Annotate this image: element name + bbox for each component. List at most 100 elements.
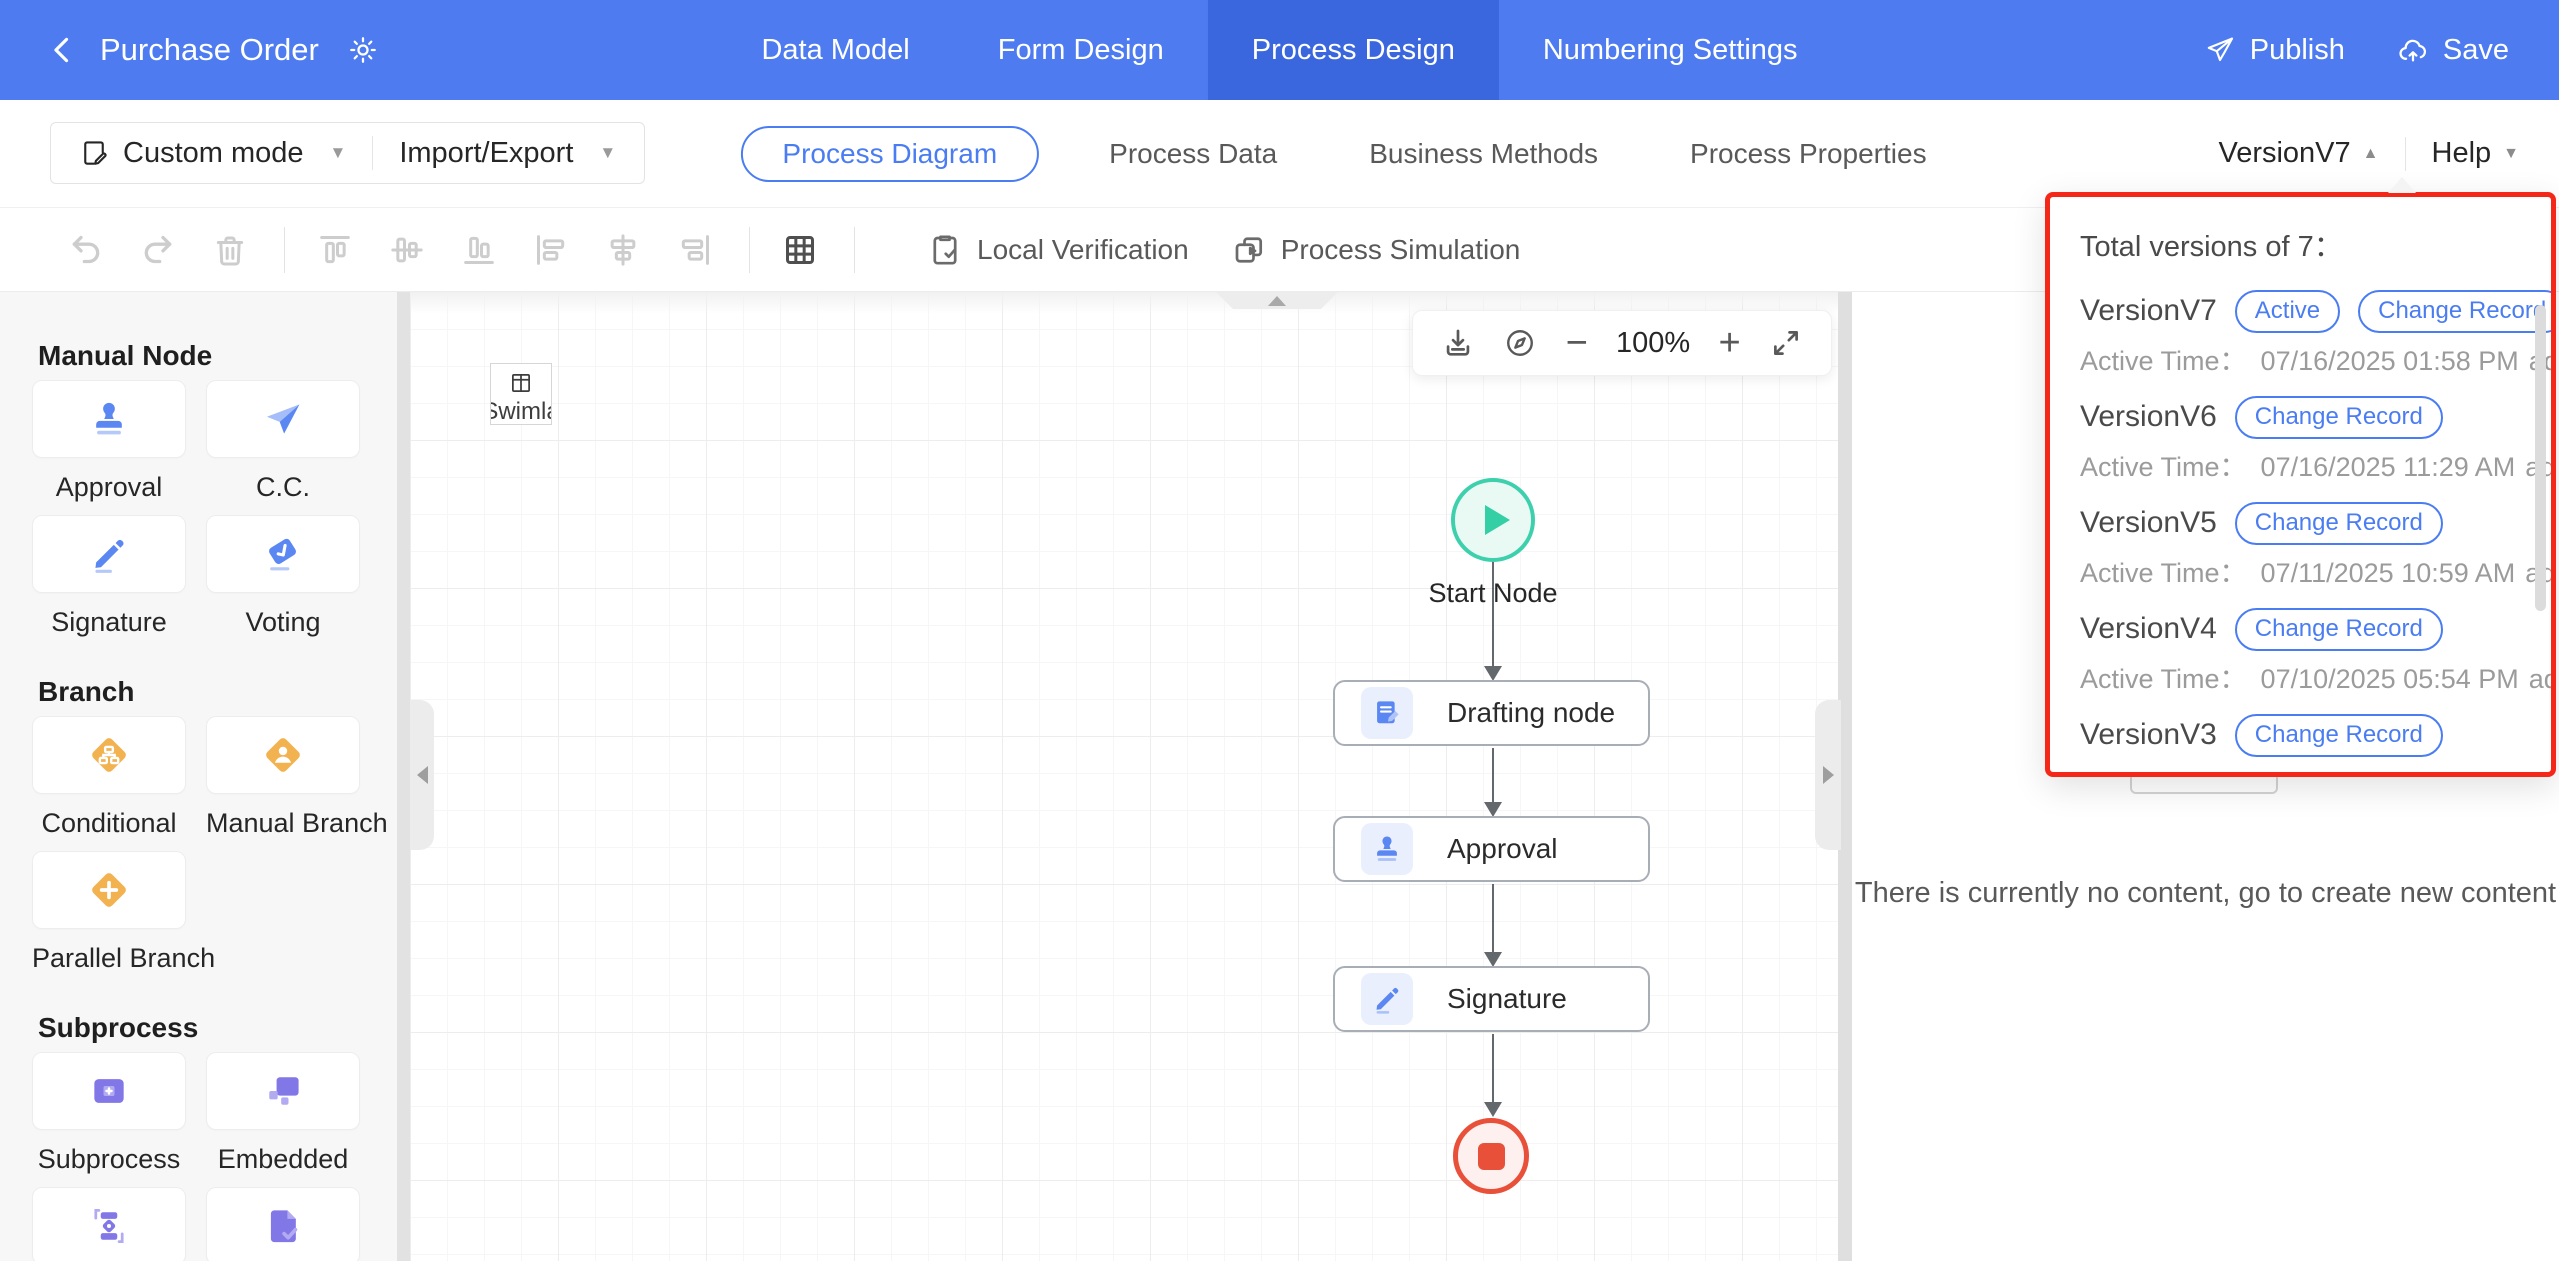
version-dropdown[interactable]: VersionV7 ▲ <box>2218 137 2378 170</box>
process-canvas[interactable]: Swimla − 100% + <box>410 292 1852 1261</box>
divider <box>2404 136 2406 171</box>
page-title: Purchase Order <box>100 32 319 67</box>
canvas-scrollbar[interactable] <box>1838 292 1852 1261</box>
tab-process-data[interactable]: Process Data <box>1109 137 1278 169</box>
start-node[interactable] <box>1451 478 1535 562</box>
flow-edge-arrow <box>1484 1102 1502 1117</box>
version-row: VersionV5 Change Record Active Time： 07/… <box>2080 501 2551 588</box>
zoom-in-icon[interactable]: + <box>1718 322 1741 364</box>
palette-item-embedded[interactable]: Embedded <box>206 1052 360 1187</box>
palette-item-conditional[interactable]: Conditional <box>32 716 186 851</box>
tab-process-properties[interactable]: Process Properties <box>1690 137 1927 169</box>
parallel-branch-icon <box>92 873 126 907</box>
palette-item-voting[interactable]: Voting <box>206 515 360 650</box>
align-vertical-center-icon[interactable] <box>387 230 427 270</box>
version-name: VersionV4 <box>2080 612 2217 645</box>
palette-item-nested-flow[interactable] <box>32 1187 186 1261</box>
align-left-icon[interactable] <box>531 230 571 270</box>
version-label: VersionV7 <box>2218 137 2351 169</box>
active-time-label: Active Time： <box>2080 763 2247 772</box>
fullscreen-icon[interactable] <box>1769 326 1803 360</box>
drafting-node[interactable]: Drafting node <box>1333 680 1650 746</box>
delete-icon[interactable] <box>210 230 250 270</box>
palette-item-label: Signature <box>51 607 167 637</box>
version-row: VersionV7 Active Change Record Active Ti… <box>2080 289 2551 376</box>
end-node[interactable] <box>1453 1118 1529 1194</box>
palette-item-subprocess[interactable]: Subprocess <box>32 1052 186 1187</box>
tab-numbering-settings[interactable]: Numbering Settings <box>1542 33 1798 66</box>
version-name: VersionV5 <box>2080 506 2217 539</box>
align-horizontal-center-icon[interactable] <box>603 230 643 270</box>
back-icon[interactable] <box>46 33 80 67</box>
top-nav-bar: Purchase Order Data Model Form Design Pr… <box>0 0 2559 100</box>
change-record-badge[interactable]: Change Record <box>2234 501 2443 545</box>
flow-edge-arrow <box>1484 802 1502 817</box>
embedded-icon <box>269 1077 299 1105</box>
local-verification-button[interactable]: Local Verification <box>927 232 1189 268</box>
grid-icon[interactable] <box>780 230 820 270</box>
palette-item-document-check[interactable] <box>206 1187 360 1261</box>
process-simulation-button[interactable]: Process Simulation <box>1231 232 1520 268</box>
change-record-badge[interactable]: Change Record <box>2234 713 2443 757</box>
swimlane-button[interactable]: Swimla <box>490 363 552 425</box>
divider <box>854 226 855 273</box>
collapse-left-handle[interactable] <box>410 700 434 850</box>
divider <box>284 226 285 273</box>
help-dropdown[interactable]: Help ▼ <box>2432 137 2520 170</box>
menu-right: VersionV7 ▲ Help ▼ <box>2218 136 2520 171</box>
tab-process-design[interactable]: Process Design <box>1207 0 1499 100</box>
clipboard-check-icon <box>933 234 957 265</box>
undo-icon[interactable] <box>66 230 106 270</box>
approval-node[interactable]: Approval <box>1333 816 1650 882</box>
collapse-top-handle[interactable] <box>1216 292 1338 309</box>
popup-caret <box>2388 177 2416 193</box>
palette-item-manual-branch[interactable]: Manual Branch <box>206 716 388 851</box>
cloud-upload-icon <box>2399 39 2426 62</box>
flow-edge-arrow <box>1484 666 1502 681</box>
download-icon[interactable] <box>1441 326 1475 360</box>
change-record-badge[interactable]: Change Record <box>2358 289 2551 333</box>
popup-scrollbar[interactable] <box>2535 305 2546 611</box>
active-time-user: admin2 <box>2528 664 2551 694</box>
active-badge[interactable]: Active <box>2234 289 2341 333</box>
edit-mode-icon <box>84 141 107 165</box>
tab-business-methods[interactable]: Business Methods <box>1369 137 1599 169</box>
import-export-dropdown[interactable]: Import/Export ▼ <box>399 137 616 170</box>
tab-process-diagram[interactable]: Process Diagram <box>740 125 1040 182</box>
empty-state-text: There is currently no content, go to cre… <box>1854 877 2557 909</box>
custom-mode-label: Custom mode <box>123 136 304 169</box>
align-top-icon[interactable] <box>315 230 355 270</box>
save-label: Save <box>2442 33 2509 66</box>
zoom-out-icon[interactable]: − <box>1565 322 1588 364</box>
palette-item-cc[interactable]: C.C. <box>206 380 360 515</box>
collapse-right-handle[interactable] <box>1815 700 1841 850</box>
palette-item-label: Embedded <box>217 1144 349 1174</box>
change-record-badge[interactable]: Change Record <box>2234 607 2443 651</box>
local-verification-label: Local Verification <box>977 233 1189 265</box>
sidebar-scrollbar[interactable] <box>397 292 410 1261</box>
publish-button[interactable]: Publish <box>2204 34 2345 67</box>
change-record-badge[interactable]: Change Record <box>2234 395 2443 439</box>
palette-item-signature[interactable]: Signature <box>32 515 186 650</box>
redo-icon[interactable] <box>138 230 178 270</box>
topbar-left: Purchase Order <box>0 32 379 68</box>
approval-stamp-icon <box>1361 823 1413 875</box>
flow-edge <box>1492 748 1494 802</box>
collapse-up-icon <box>1268 295 1286 306</box>
align-bottom-icon[interactable] <box>459 230 499 270</box>
palette-item-approval[interactable]: Approval <box>32 380 186 515</box>
version-popup-content: Total versions of 7： VersionV7 Active Ch… <box>2050 197 2551 772</box>
send-icon <box>2207 37 2233 62</box>
align-right-icon[interactable] <box>675 230 715 270</box>
save-button[interactable]: Save <box>2397 34 2509 67</box>
active-time-label: Active Time： <box>2080 664 2247 694</box>
palette-item-parallel-branch[interactable]: Parallel Branch <box>32 851 215 986</box>
compass-icon[interactable] <box>1503 326 1537 360</box>
tab-data-model[interactable]: Data Model <box>761 33 910 66</box>
gear-icon[interactable] <box>347 34 379 66</box>
version-row: VersionV3 Change Record Active Time： 07/… <box>2080 713 2551 772</box>
tab-form-design[interactable]: Form Design <box>997 33 1164 66</box>
signature-node[interactable]: Signature <box>1333 966 1650 1032</box>
custom-mode-dropdown[interactable]: Custom mode ▼ <box>79 137 346 170</box>
